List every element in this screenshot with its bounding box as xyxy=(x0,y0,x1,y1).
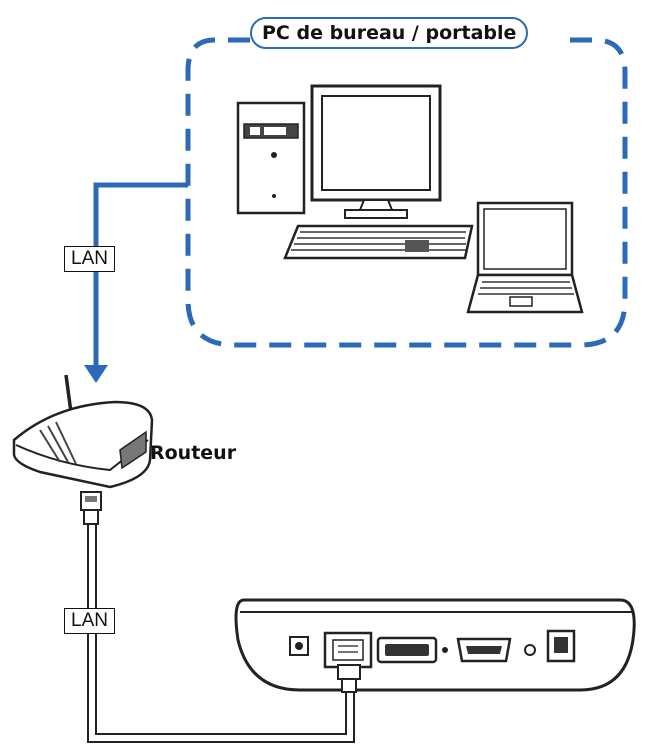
rj45-plug-box-icon xyxy=(337,664,361,693)
monitor-icon xyxy=(310,84,442,219)
lan-label-bottom: LAN xyxy=(64,608,115,634)
lan-link-pc-router xyxy=(93,182,188,370)
media-player-box-icon xyxy=(234,598,636,692)
keyboard-icon xyxy=(283,224,474,260)
lan-label-top: LAN xyxy=(64,246,115,272)
desktop-tower-icon xyxy=(236,101,306,215)
arrow-down-icon xyxy=(84,365,108,383)
router-icon xyxy=(12,374,154,489)
laptop-icon xyxy=(466,201,584,314)
pc-group-title: PC de bureau / portable xyxy=(250,17,529,49)
rj45-plug-router-icon xyxy=(80,491,102,525)
router-label: Routeur xyxy=(150,442,237,464)
